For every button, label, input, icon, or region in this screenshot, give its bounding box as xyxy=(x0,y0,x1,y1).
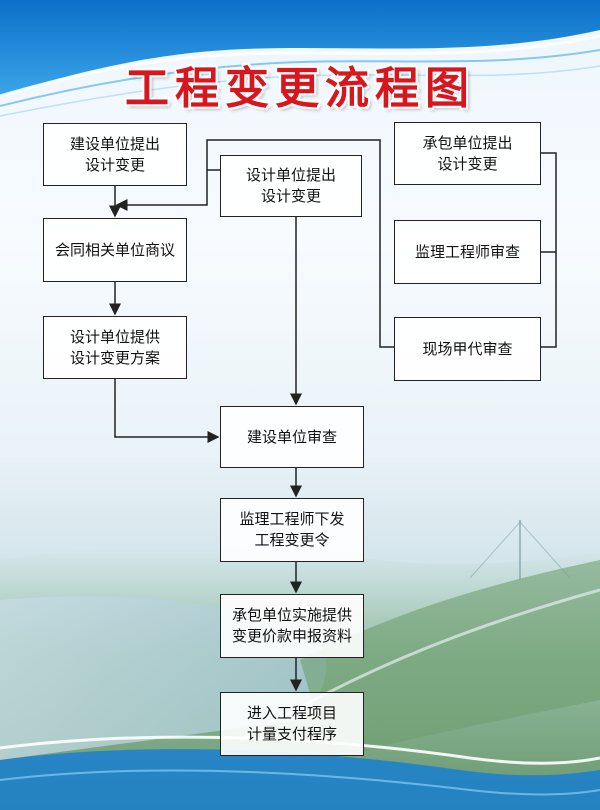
node-label: 进入工程项目 计量支付程序 xyxy=(246,704,337,743)
node-label: 监理工程师审查 xyxy=(414,242,520,261)
node-label: 现场甲代审查 xyxy=(422,339,513,358)
node-contractor-proposes-change: 承包单位提出 设计变更 xyxy=(394,122,541,185)
node-label: 承包单位提出 设计变更 xyxy=(422,133,513,173)
node-designer-provides-plan: 设计单位提供 设计变更方案 xyxy=(43,316,187,379)
node-label: 建设单位提出 设计变更 xyxy=(69,134,160,174)
node-label: 会同相关单位商议 xyxy=(54,240,175,259)
node-label: 建设单位审查 xyxy=(246,427,337,446)
page-title: 工程变更流程图 xyxy=(125,63,475,114)
node-enter-payment-procedure: 进入工程项目 计量支付程序 xyxy=(220,692,364,756)
node-owner-review: 建设单位审查 xyxy=(220,406,364,468)
node-label: 监理工程师下发 工程变更令 xyxy=(239,510,345,549)
node-designer-proposes-change: 设计单位提出 设计变更 xyxy=(220,155,362,217)
node-site-owner-rep-review: 现场甲代审查 xyxy=(394,317,541,381)
node-contractor-submits-pricing: 承包单位实施提供 变更价款申报资料 xyxy=(220,594,364,658)
node-supervisor-review: 监理工程师审查 xyxy=(394,220,541,284)
node-joint-consultation: 会同相关单位商议 xyxy=(43,218,187,282)
node-supervisor-issues-order: 监理工程师下发 工程变更令 xyxy=(220,498,364,562)
node-owner-proposes-change: 建设单位提出 设计变更 xyxy=(43,123,187,186)
node-label: 承包单位实施提供 变更价款申报资料 xyxy=(231,606,352,645)
node-label: 设计单位提供 设计变更方案 xyxy=(69,327,160,367)
node-label: 设计单位提出 设计变更 xyxy=(245,166,336,205)
